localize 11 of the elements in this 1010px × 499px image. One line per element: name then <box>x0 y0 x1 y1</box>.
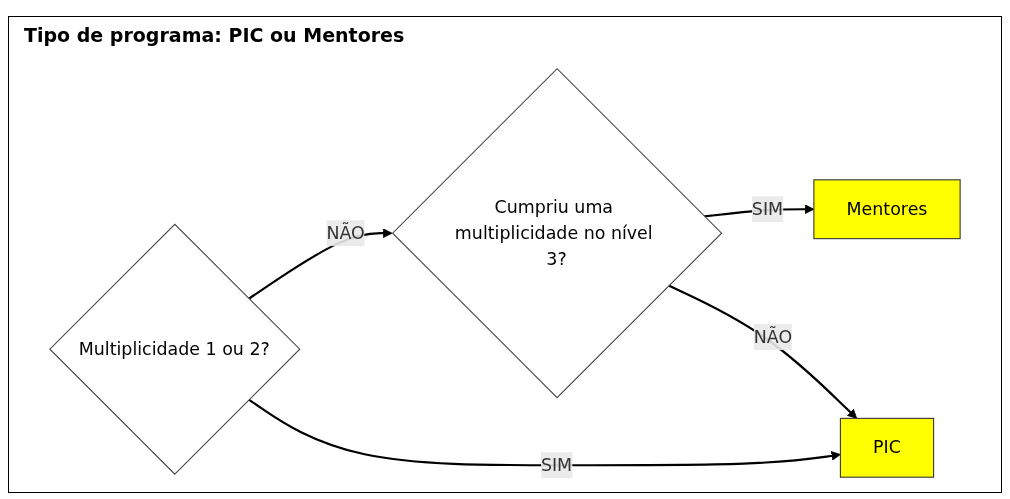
edge-label: NÃO <box>753 326 793 347</box>
node-diamond: Cumpriu uma multiplicidade no nível 3? <box>391 67 723 399</box>
edge-label: SIM <box>540 454 573 476</box>
diagram-title: Tipo de programa: PIC ou Mentores <box>24 24 405 46</box>
node-diamond: Multiplicidade 1 ou 2? <box>49 223 301 475</box>
edge-label: NÃO <box>326 222 365 243</box>
node-box: PIC <box>839 417 935 478</box>
arrow <box>248 398 841 467</box>
node-box: Mentores <box>813 179 961 240</box>
arrow <box>668 284 858 419</box>
edge-label: SIM <box>751 198 784 220</box>
